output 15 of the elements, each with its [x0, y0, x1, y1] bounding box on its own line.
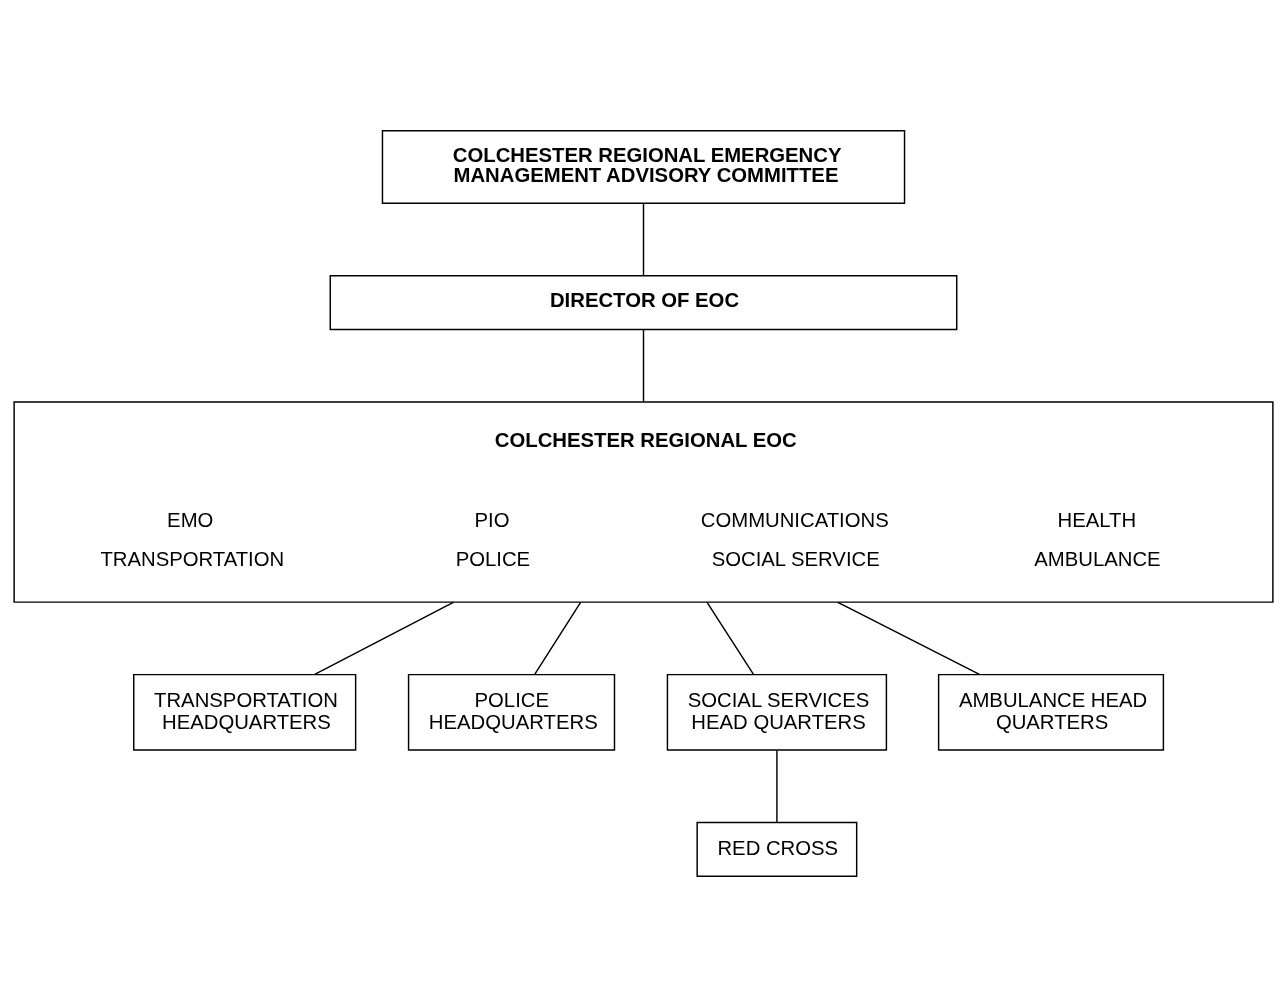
node-box: RED CROSS [696, 821, 858, 877]
connector [706, 601, 755, 675]
node-box: COLCHESTER REGIONAL EOC EMO PIO COMMUNICATIONS HEALTH TRANSPORTATION POLICE SOCIAL SERVICE AMBULANCE [13, 400, 1274, 603]
connector [837, 601, 981, 675]
node-box: POLICE HEADQUARTERS [407, 673, 616, 751]
node-box: AMBULANCE HEAD QUARTERS [937, 673, 1165, 751]
connector [776, 749, 778, 823]
connector [642, 328, 645, 403]
connector [314, 601, 455, 675]
node-box: COLCHESTER REGIONAL EMERGENCY MANAGEMENT ADVISORY COMMITTEE [381, 129, 906, 204]
node-box: SOCIAL SERVICES HEAD QUARTERS [666, 673, 888, 751]
node-box: DIRECTOR OF EOC [329, 274, 958, 330]
node-box: TRANSPORTATION HEADQUARTERS [133, 673, 357, 751]
connector [642, 202, 645, 276]
connector [534, 601, 582, 675]
